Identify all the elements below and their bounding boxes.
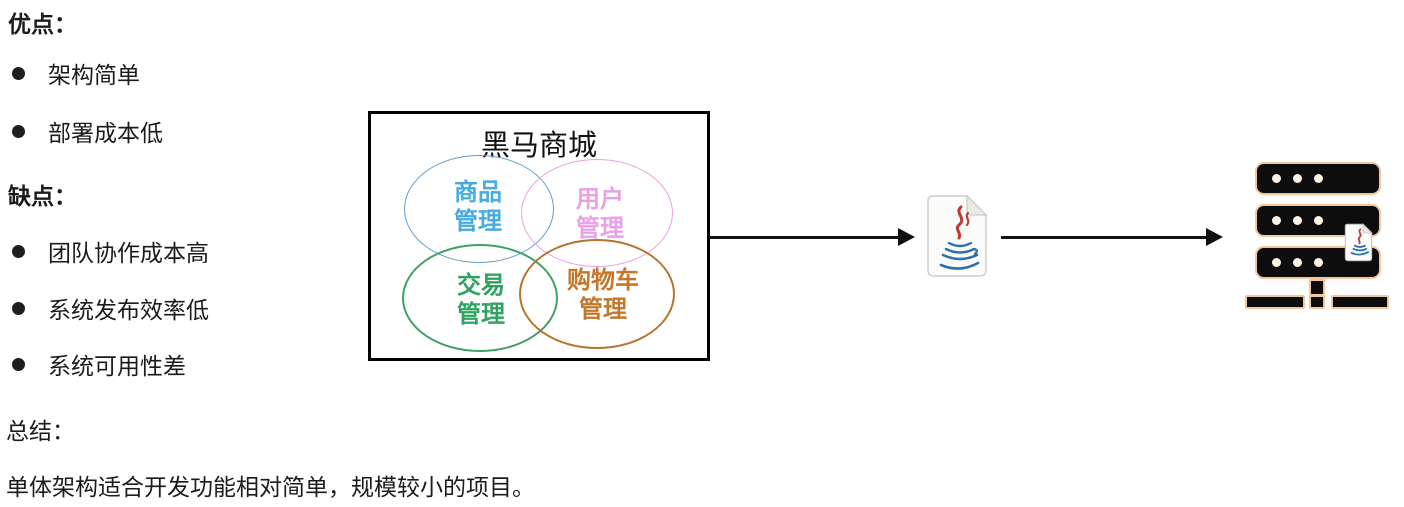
trade-management-label: 交易 管理: [457, 272, 505, 328]
server-unit: [1255, 162, 1381, 195]
server-led-icon: [1314, 258, 1323, 267]
server-led-icon: [1293, 258, 1302, 267]
list-item-label: 团队协作成本高: [48, 240, 209, 266]
server-led-icon: [1314, 216, 1323, 225]
arrow-java-to-server: [1001, 236, 1207, 239]
bullet-icon: [12, 301, 25, 315]
arrow-box-to-java: [710, 236, 900, 239]
mall-box-title: 黑马商城: [480, 130, 597, 162]
list-item-label: 架构简单: [48, 62, 140, 88]
server-base: [1245, 295, 1305, 309]
server-led-icon: [1272, 174, 1281, 183]
server-led-icon: [1293, 174, 1302, 183]
java-file-badge-icon: [1343, 222, 1374, 268]
cart-management-ellipse: [519, 239, 675, 349]
list-item-label: 部署成本低: [48, 120, 163, 146]
cons-heading: 缺点：: [8, 183, 77, 209]
list-item-label: 系统可用性差: [48, 353, 186, 379]
bullet-icon: [12, 357, 25, 371]
list-item-pro-1: 架构简单: [12, 60, 140, 88]
server-led-icon: [1272, 258, 1281, 267]
server-led-icon: [1314, 174, 1323, 183]
list-item-label: 系统发布效率低: [48, 297, 209, 323]
java-file-icon: [923, 193, 991, 284]
list-item-con-1: 团队协作成本高: [12, 238, 209, 266]
server-rack-icon: [1243, 160, 1393, 312]
server-base: [1331, 295, 1389, 309]
server-led-icon: [1293, 216, 1302, 225]
server-base: [1309, 295, 1325, 309]
product-management-label: 商品 管理: [454, 179, 502, 235]
list-item-con-3: 系统可用性差: [12, 351, 186, 379]
arrow-head-icon: [1206, 228, 1223, 246]
user-management-label: 用户 管理: [576, 186, 624, 242]
bullet-icon: [12, 244, 25, 258]
cart-management-label: 购物车 管理: [567, 267, 639, 323]
pros-heading: 优点：: [8, 11, 77, 37]
list-item-pro-2: 部署成本低: [12, 118, 163, 146]
server-unit: [1255, 204, 1381, 237]
mall-box: 黑马商城 商品 管理 用户 管理 交易 管理 购物车 管理: [368, 111, 710, 361]
summary-text: 单体架构适合开发功能相对简单，规模较小的项目。: [6, 474, 535, 500]
summary-heading: 总结：: [6, 418, 75, 444]
list-item-con-2: 系统发布效率低: [12, 295, 209, 323]
arrow-head-icon: [898, 228, 915, 246]
bullet-icon: [12, 124, 25, 138]
server-led-icon: [1272, 216, 1281, 225]
bullet-icon: [12, 66, 25, 80]
server-stand: [1309, 279, 1325, 296]
